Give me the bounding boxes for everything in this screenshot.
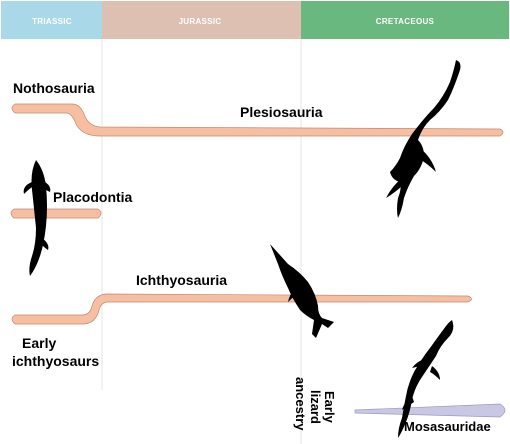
early-lizard-ancestry-label: Early lizard ancestry bbox=[293, 377, 337, 431]
early-lizard-ancestry-line3: ancestry bbox=[293, 377, 308, 431]
early-lizard-ancestry-line2: lizard bbox=[308, 390, 323, 424]
early-lizard-ancestry-line1: Early bbox=[322, 391, 337, 424]
plesiosauria-label: Plesiosauria bbox=[240, 104, 323, 120]
plesiosaur-silhouette-icon bbox=[386, 60, 461, 218]
mosasauridae-label: Mosasauridae bbox=[404, 419, 491, 434]
ichthyosaur-silhouette-icon bbox=[270, 244, 334, 338]
early-ichthyosaurs-label-line2: ichthyosaurs bbox=[12, 353, 99, 369]
ichthyosauria-label: Ichthyosauria bbox=[136, 272, 227, 288]
placodontia-branch bbox=[11, 209, 101, 218]
jurassic-label: JURASSIC bbox=[179, 17, 222, 26]
mosasauridae-branch bbox=[355, 404, 505, 417]
placodontia-label: Placodontia bbox=[53, 189, 133, 205]
triassic-label: TRIASSIC bbox=[32, 17, 72, 26]
early-ichthyosaurs-label-line1: Early bbox=[22, 335, 56, 351]
cretaceous-label: CRETACEOUS bbox=[376, 17, 435, 26]
nothosauria-label: Nothosauria bbox=[13, 80, 95, 96]
ichthyosauria-branch bbox=[12, 294, 472, 324]
period-header: TRIASSIC JURASSIC CRETACEOUS bbox=[1, 1, 509, 39]
